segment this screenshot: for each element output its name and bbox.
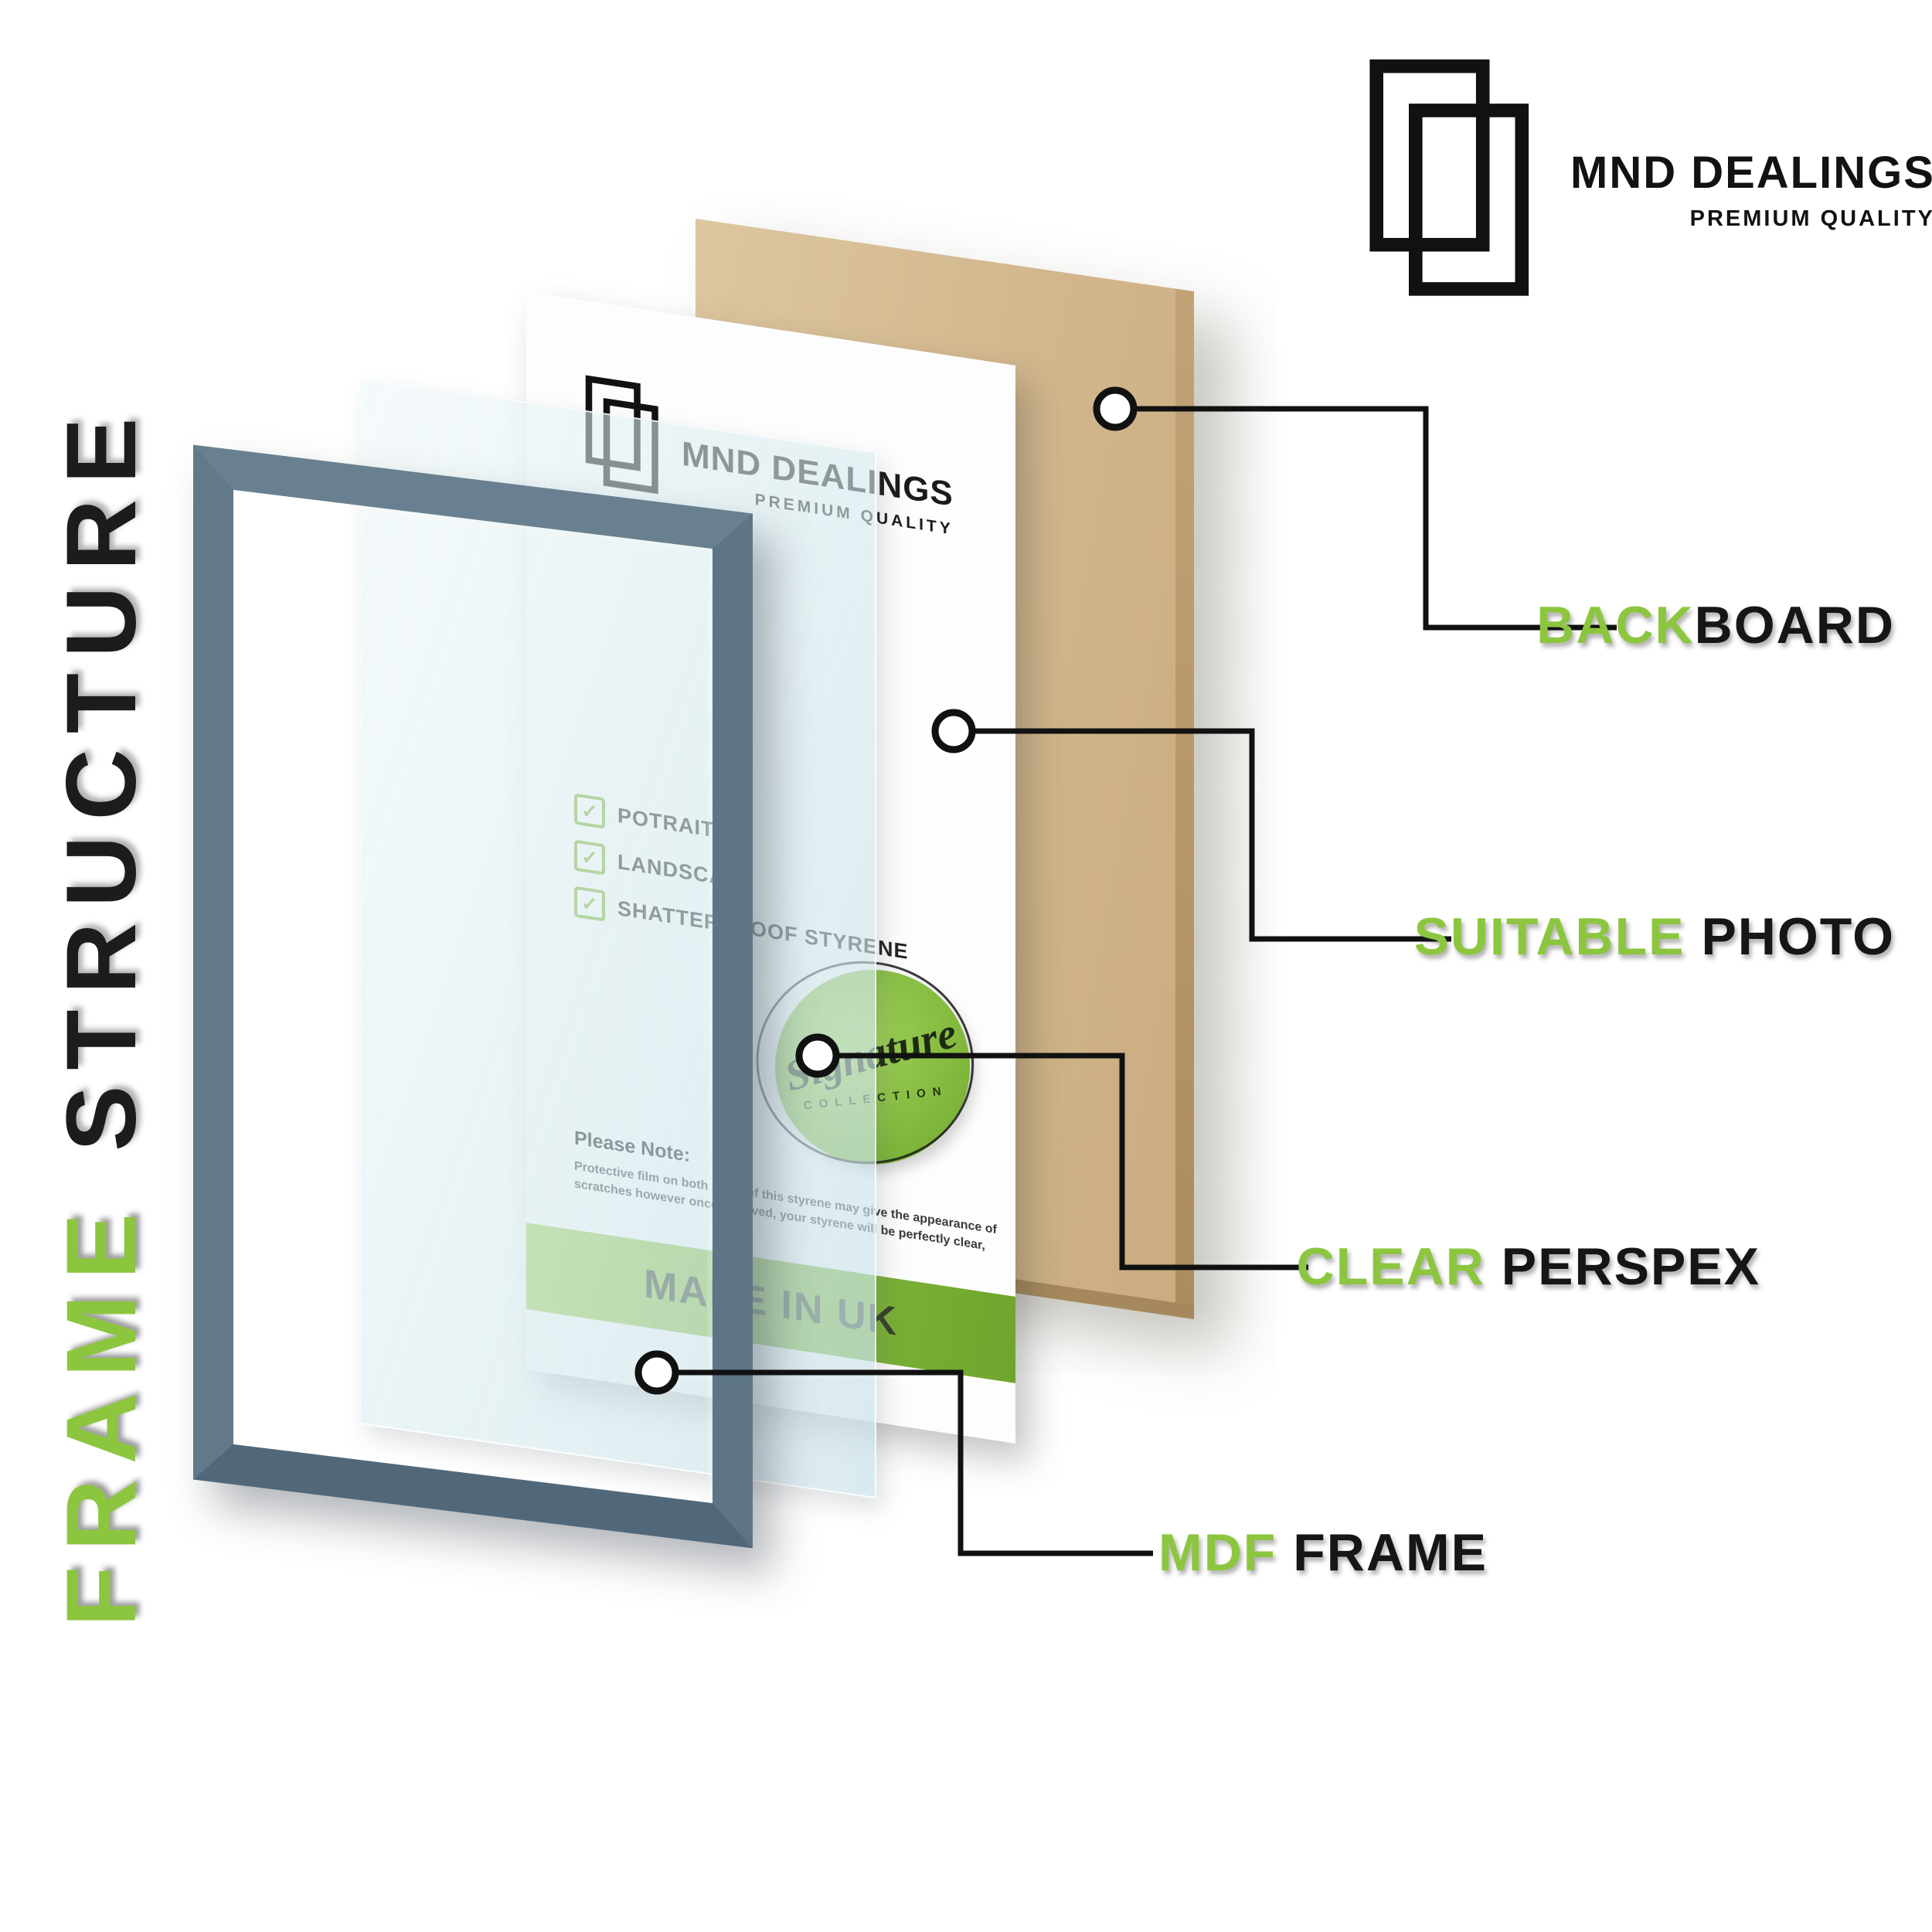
- page-title-word-structure: STRUCTURE: [46, 402, 157, 1151]
- label-photo-green: SUITABLE: [1413, 907, 1702, 966]
- label-suitable-photo: SUITABLE PHOTO: [1414, 906, 1895, 967]
- label-backboard-green: BACK: [1536, 596, 1695, 655]
- page-title: FRAME STRUCTURE: [45, 298, 165, 1627]
- backboard-edge-right: [1175, 288, 1194, 1320]
- brand-name: MND DEALINGS: [1570, 148, 1932, 198]
- mdf-frame-layer: [193, 444, 753, 1549]
- brand-text: MND DEALINGS PREMIUM QUALITY: [1570, 147, 1932, 303]
- label-backboard: BACKBOARD: [1536, 595, 1895, 655]
- brand-tagline: PREMIUM QUALITY: [1689, 206, 1932, 231]
- label-mdf-frame: MDF FRAME: [1158, 1522, 1488, 1583]
- label-photo-dark: PHOTO: [1701, 907, 1895, 966]
- label-frame-dark: FRAME: [1293, 1523, 1488, 1582]
- label-perspex-green: CLEAR: [1296, 1237, 1502, 1296]
- label-frame-green: MDF: [1158, 1523, 1294, 1582]
- label-backboard-dark: BOARD: [1694, 596, 1895, 655]
- brand-logo-block: MND DEALINGS PREMIUM QUALITY: [1366, 56, 1932, 303]
- frame-logo-icon: [1369, 59, 1529, 296]
- label-clear-perspex: CLEAR PERSPEX: [1297, 1236, 1760, 1297]
- label-perspex-dark: PERSPEX: [1501, 1237, 1760, 1296]
- page-title-word-frame: FRAME: [46, 1197, 157, 1627]
